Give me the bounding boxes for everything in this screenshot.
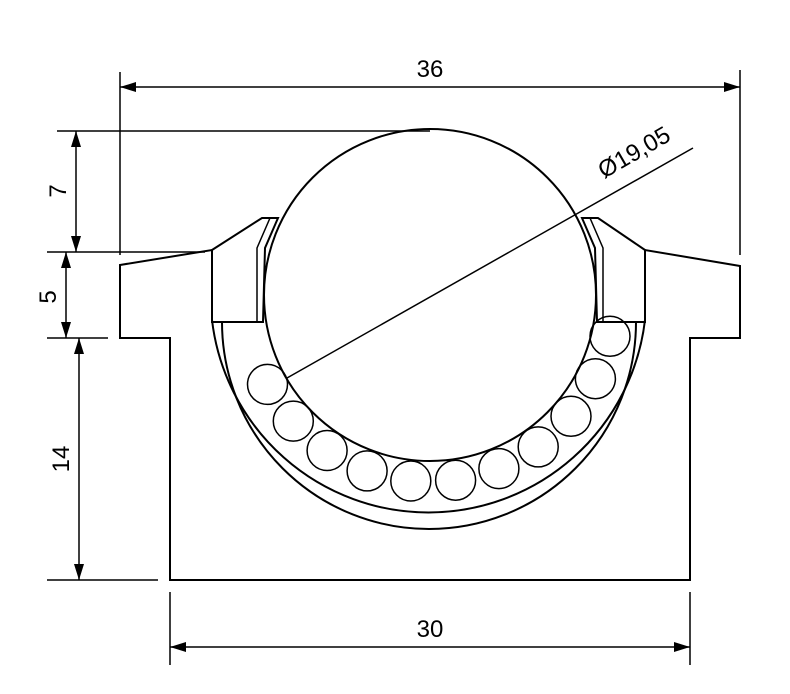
flange-height-label: 5: [35, 290, 62, 303]
diameter-leader: [286, 147, 694, 379]
support-ball: [246, 363, 289, 406]
support-ball: [550, 395, 592, 438]
dim-5-arrow-top: [61, 252, 71, 268]
bottom-arrow-left: [170, 642, 186, 652]
body-height-label: 14: [48, 446, 75, 473]
top-arrow-left: [120, 82, 136, 92]
support-balls: [246, 315, 631, 502]
support-ball: [306, 429, 348, 472]
support-ball: [390, 460, 432, 502]
left-retainer-inner: [256, 217, 271, 322]
dim-5-arrow-bottom: [61, 322, 71, 338]
support-ball: [517, 426, 559, 468]
dim-7-arrow-bottom: [71, 236, 81, 252]
support-ball: [478, 447, 520, 490]
inner-raceway: [221, 321, 637, 530]
dim-14-arrow-bottom: [74, 564, 84, 580]
base-width-label: 30: [417, 616, 444, 643]
left-retainer-lip: [211, 217, 280, 323]
top-arrow-right: [724, 82, 740, 92]
dim-7-arrow-top: [71, 131, 81, 147]
right-retainer-inner: [589, 217, 604, 322]
ball-projection-label: 7: [45, 184, 72, 197]
right-retainer-lip: [580, 217, 646, 323]
support-ball: [272, 400, 315, 442]
support-ball: [434, 459, 477, 501]
housing-outline: [119, 248, 741, 581]
support-ball: [589, 315, 631, 358]
dim-14-arrow-top: [74, 338, 84, 354]
bottom-arrow-right: [674, 642, 690, 652]
support-ball: [346, 450, 388, 492]
overall-width-label: 36: [417, 56, 444, 83]
main-ball: [263, 128, 597, 462]
support-ball: [574, 357, 617, 400]
ball-diameter-label: Ø19,05: [594, 121, 676, 184]
